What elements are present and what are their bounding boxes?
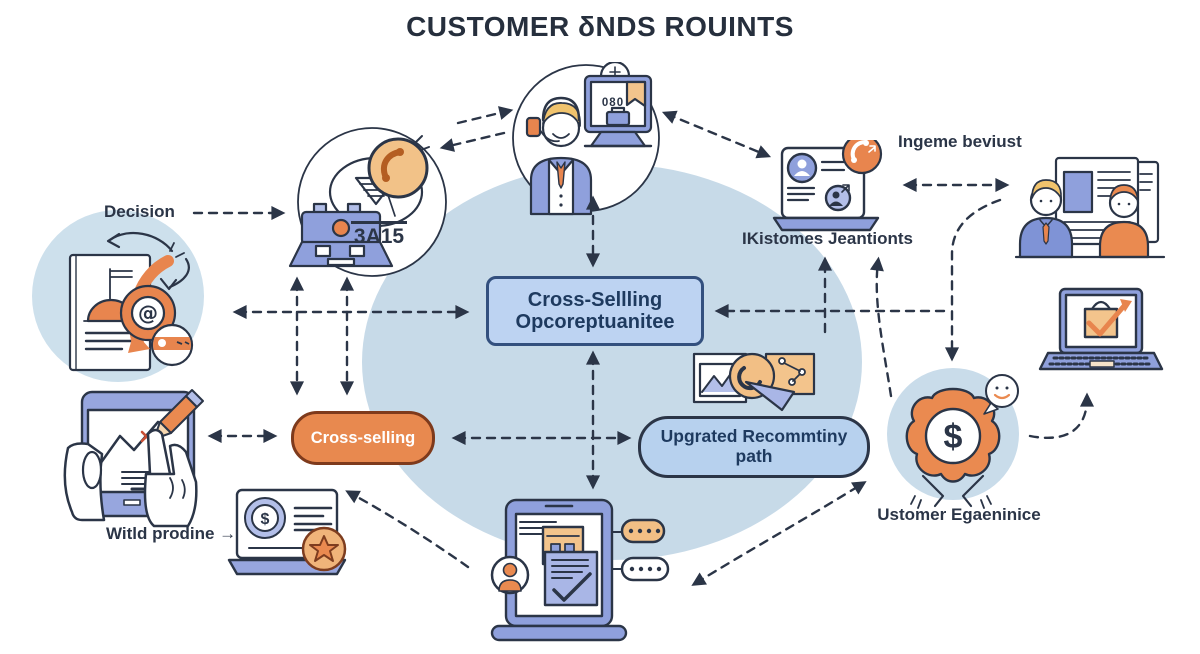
label-decision: Decision [104, 202, 175, 221]
label-ikistomes-jeantionts: IKistomes Jeantionts [742, 229, 913, 248]
node-line: Cross-selling [310, 428, 416, 447]
diagram-title: CUSTOMER δNDS ROUINTS [406, 11, 794, 42]
at-symbol-glyph: @ [138, 301, 158, 325]
shopping-check-laptop-icon [1038, 287, 1164, 371]
node-cross-selling-opportunities: Cross-Sellling Opcoreptuanitee [486, 276, 704, 346]
node-line: Opcoreptuanitee [515, 311, 675, 333]
dollar-sign-glyph: $ [944, 418, 963, 456]
label-witld-prodine: Witld prodine → [106, 524, 237, 543]
dollar-laptop-star-icon: $ [227, 488, 347, 576]
node-cross-selling: Cross-selling [291, 411, 435, 465]
contacts-laptop-icon [772, 140, 883, 232]
dollar-sign-glyph: $ [261, 511, 270, 528]
node-line: Upgrated Recommtiny [660, 426, 848, 447]
node-upgraded-recommendation-path: Upgrated Recommtiny path [638, 416, 870, 478]
document-search-icon: @ [68, 231, 194, 372]
tablet-hands-pencil-icon [63, 389, 204, 528]
money-hands-icon: $ [905, 374, 1019, 509]
node-line: path [735, 446, 773, 466]
label-monitor-code: 080 [601, 97, 625, 109]
node-line: Cross-Sellling [527, 288, 663, 311]
order-tablet-icon [490, 498, 670, 642]
phone-funnel-icon [288, 135, 430, 268]
support-agent-monitor-icon [525, 62, 653, 216]
label-ustomer-egaeninice: Ustomer Egaeninice [877, 505, 1041, 524]
two-people-documents-icon [1014, 156, 1166, 259]
label-phone-code: 3A15 [351, 221, 407, 249]
label-ingeme-beviust: Ingeme beviust [898, 132, 1022, 151]
media-share-icon [692, 352, 816, 412]
